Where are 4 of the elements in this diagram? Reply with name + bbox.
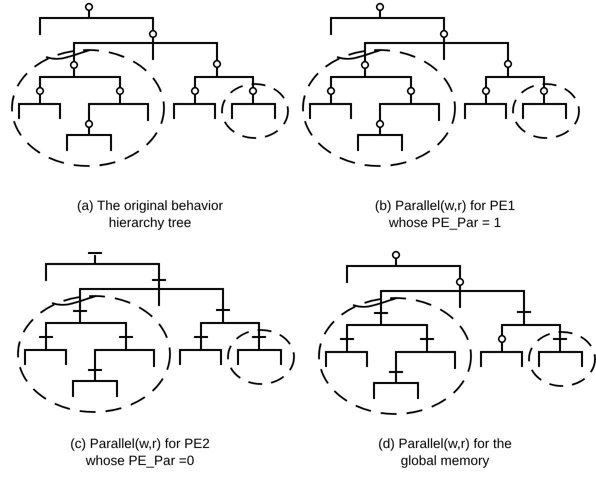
figure-caption: (a) The original behavior hierarchy tree — [76, 197, 224, 231]
figure-caption: (b) Parallel(w,r) for PE1 whose PE_Par = 1 — [374, 197, 516, 231]
figure-caption: (d) Parallel(w,r) for the global memory — [377, 435, 513, 469]
figure-caption: (c) Parallel(w,r) for PE2 whose PE_Par =0 — [69, 435, 211, 469]
